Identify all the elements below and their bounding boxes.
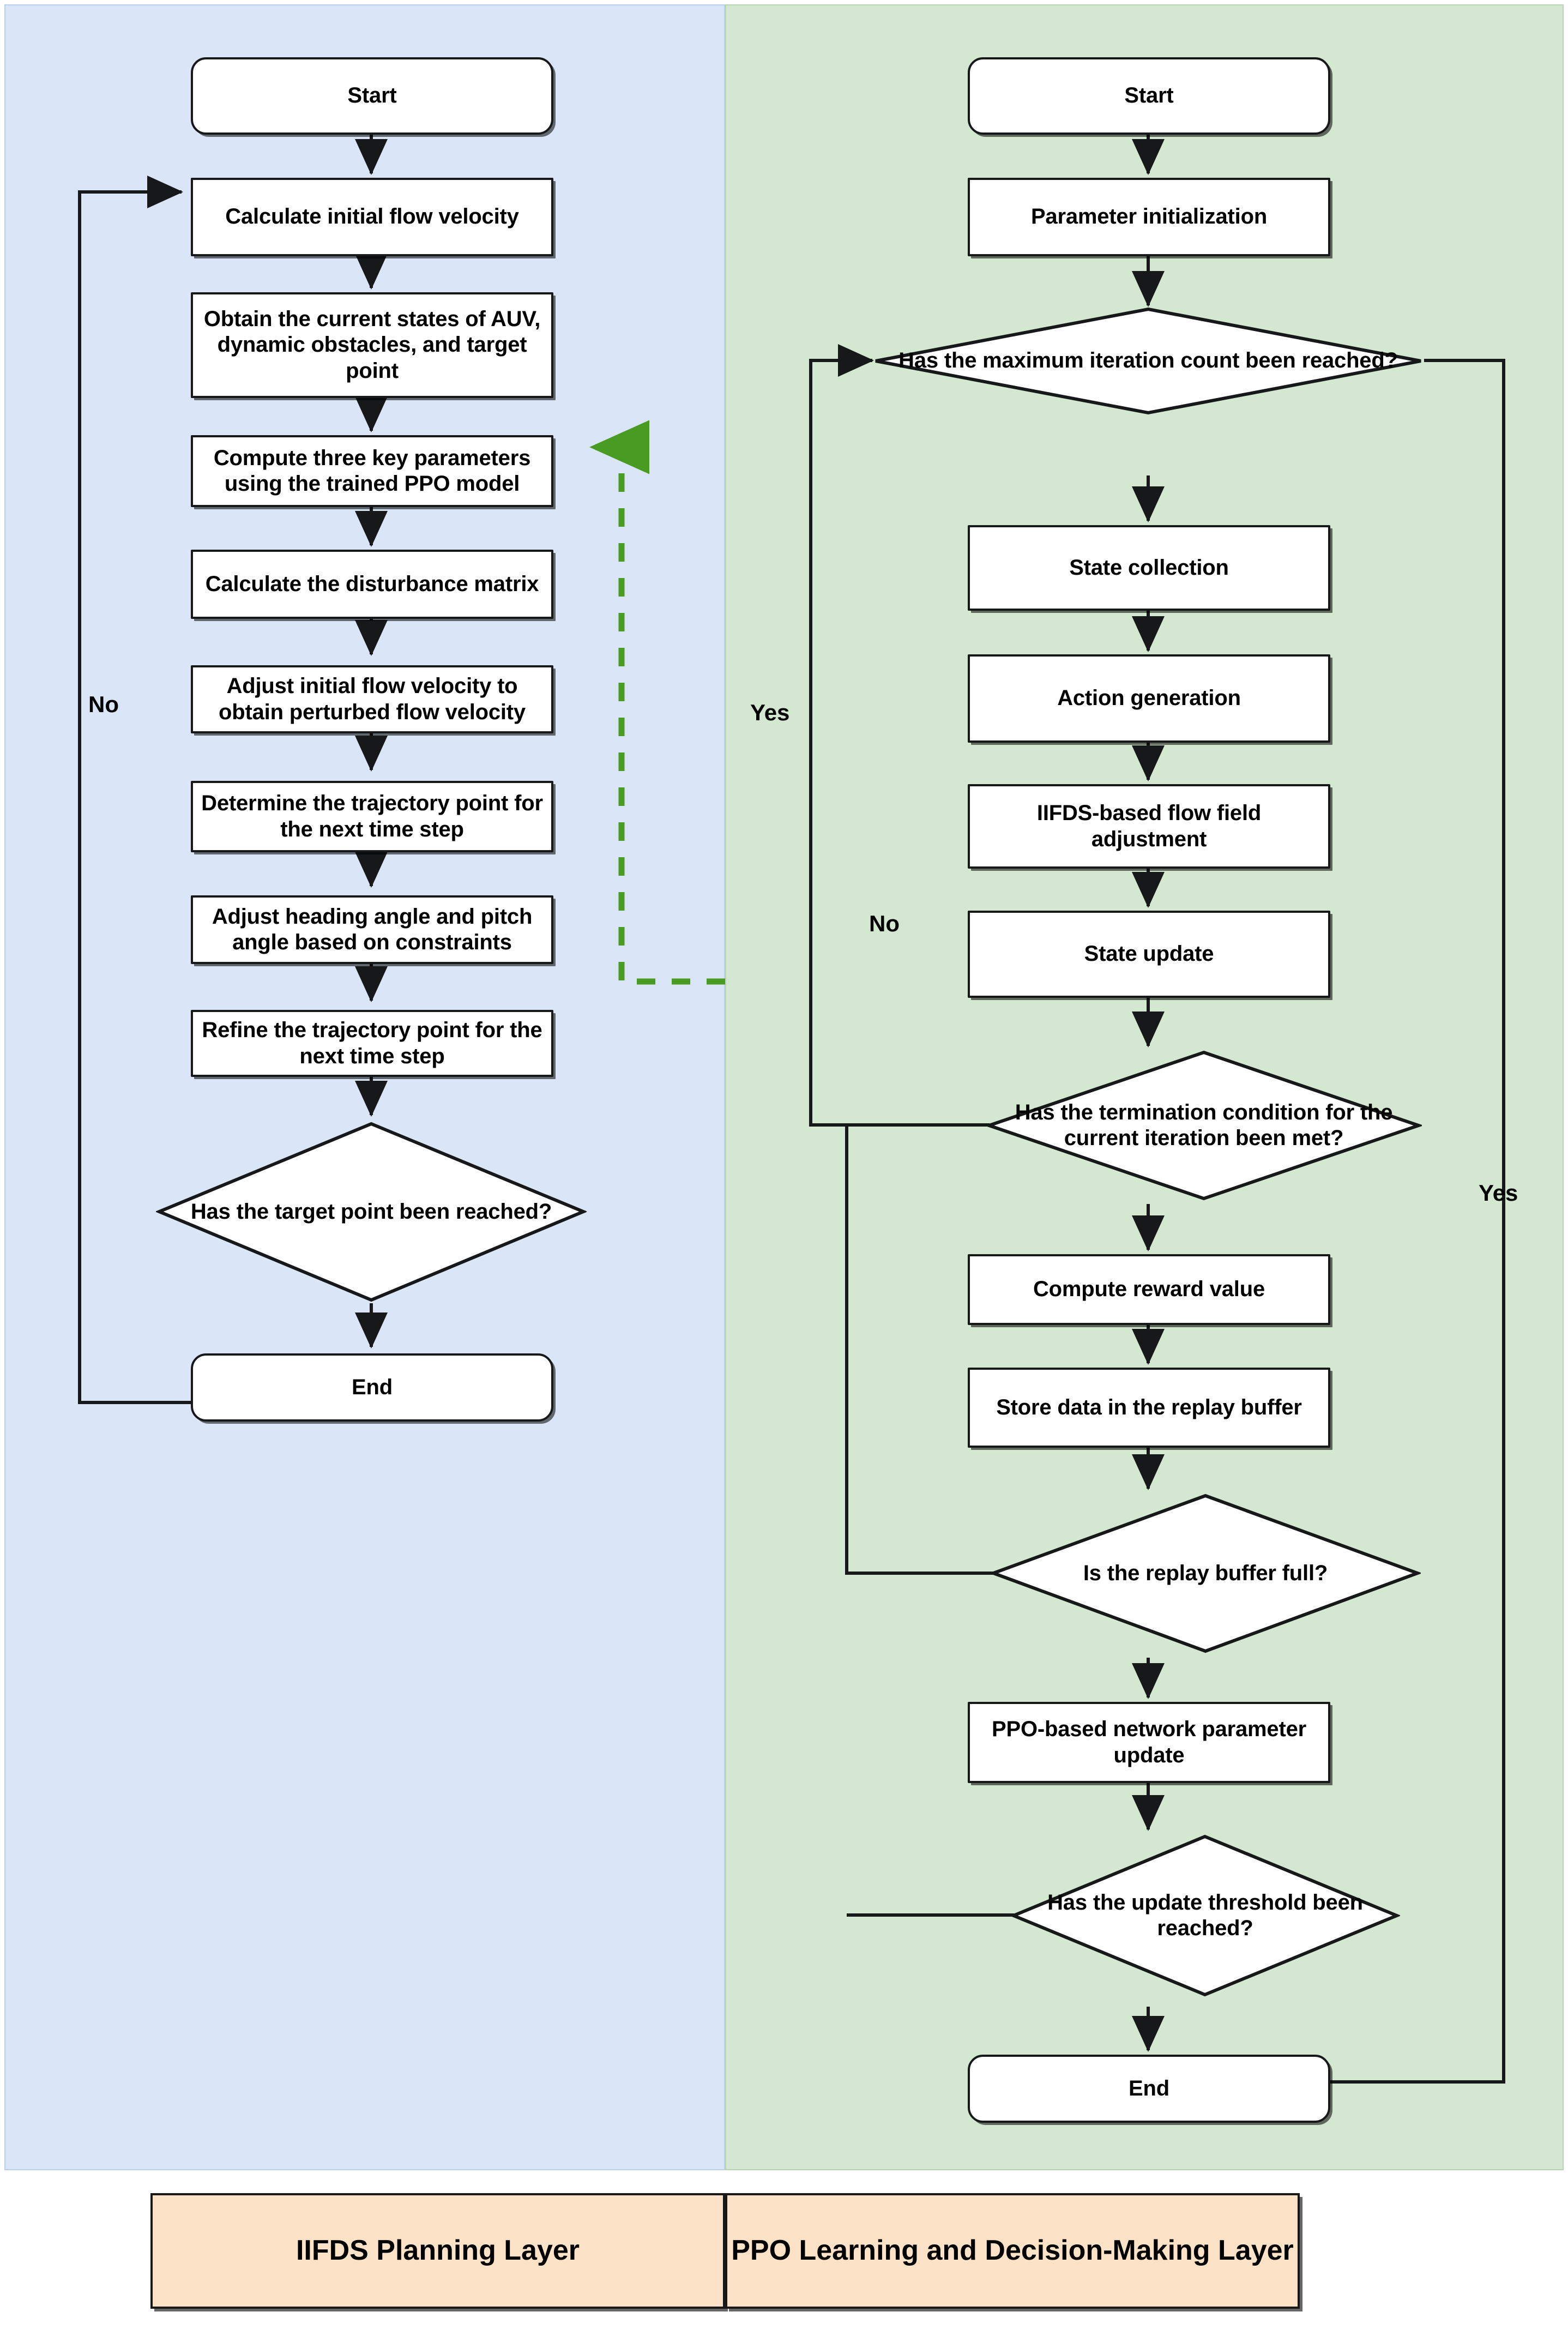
node-left-has-target-point-been-reached[interactable]: Has the target point been reached? <box>156 1121 587 1303</box>
node-right-has-termination-condition-been-met[interactable]: Has the termination condition for the cu… <box>986 1050 1422 1201</box>
node-label: State collection <box>1069 555 1229 580</box>
node-right-parameter-initialization[interactable]: Parameter initialization <box>968 178 1330 256</box>
node-label: Calculate initial flow velocity <box>225 204 519 229</box>
node-label: Has the maximum iteration count been rea… <box>898 348 1398 373</box>
node-right-has-update-threshold-been-reached[interactable]: Has the update threshold been reached? <box>1010 1834 1400 1997</box>
edge-label-left-no: No <box>88 691 119 717</box>
node-label: Action generation <box>1057 686 1241 711</box>
node-label: Store data in the replay buffer <box>996 1395 1302 1419</box>
node-left-adjust-heading-pitch-angle[interactable]: Adjust heading angle and pitch angle bas… <box>191 895 553 964</box>
node-label: State update <box>1084 942 1214 966</box>
node-right-action-generation[interactable]: Action generation <box>968 654 1330 743</box>
node-label: Has the termination condition for the cu… <box>1015 1100 1393 1150</box>
legend-label: PPO Learning and Decision-Making Layer <box>731 2235 1294 2267</box>
edge-label-right-yes-right: Yes <box>1479 1180 1518 1206</box>
node-left-refine-trajectory-point[interactable]: Refine the trajectory point for the next… <box>191 1010 553 1077</box>
node-label: Has the target point been reached? <box>190 1199 552 1224</box>
node-right-has-max-iteration-count-been-reached[interactable]: Has the maximum iteration count been rea… <box>872 306 1424 416</box>
node-right-state-collection[interactable]: State collection <box>968 525 1330 611</box>
node-label: Adjust heading angle and pitch angle bas… <box>212 904 533 954</box>
node-right-ppo-based-network-parameter-update[interactable]: PPO-based network parameter update <box>968 1702 1330 1783</box>
node-label: IIFDS-based flow field adjustment <box>1036 801 1262 851</box>
node-right-store-data-in-replay-buffer[interactable]: Store data in the replay buffer <box>968 1368 1330 1448</box>
node-right-state-update[interactable]: State update <box>968 911 1330 998</box>
node-label: Start <box>1124 83 1174 108</box>
node-left-compute-three-key-parameters[interactable]: Compute three key parameters using the t… <box>191 435 553 507</box>
node-label: End <box>1129 2076 1169 2100</box>
node-label: Has the update threshold been reached? <box>1047 1890 1363 1940</box>
node-label: Adjust initial flow velocity to obtain p… <box>219 674 526 724</box>
legend-ppo-learning-layer: PPO Learning and Decision-Making Layer <box>725 2193 1300 2309</box>
node-label: Compute reward value <box>1033 1277 1265 1302</box>
legend-label: IIFDS Planning Layer <box>295 2235 580 2267</box>
node-left-start[interactable]: Start <box>191 57 553 135</box>
node-left-determine-trajectory-point[interactable]: Determine the trajectory point for the n… <box>191 781 553 852</box>
node-right-end[interactable]: End <box>968 2055 1330 2123</box>
node-label: PPO-based network parameter update <box>991 1717 1307 1767</box>
node-label: Determine the trajectory point for the n… <box>201 791 543 841</box>
node-right-start[interactable]: Start <box>968 57 1330 135</box>
node-right-iifds-based-flow-field-adjustment[interactable]: IIFDS-based flow field adjustment <box>968 784 1330 869</box>
node-right-compute-reward-value[interactable]: Compute reward value <box>968 1254 1330 1325</box>
node-label: Obtain the current states of AUV, dynami… <box>203 307 541 383</box>
node-left-calculate-disturbance-matrix[interactable]: Calculate the disturbance matrix <box>191 550 553 619</box>
node-label: End <box>352 1375 393 1399</box>
node-label: Parameter initialization <box>1030 204 1268 229</box>
node-label: Start <box>347 83 397 108</box>
node-right-is-replay-buffer-full[interactable]: Is the replay buffer full? <box>990 1493 1421 1654</box>
node-label: Is the replay buffer full? <box>1083 1561 1328 1585</box>
node-label: Calculate the disturbance matrix <box>205 571 539 596</box>
edge-label-right-yes-left: Yes <box>750 700 790 725</box>
node-label: Compute three key parameters using the t… <box>213 445 531 496</box>
edge-label-right-no-left: No <box>869 911 900 936</box>
node-left-end[interactable]: End <box>191 1353 553 1422</box>
node-left-calculate-initial-flow-velocity[interactable]: Calculate initial flow velocity <box>191 178 553 256</box>
legend-iifds-planning-layer: IIFDS Planning Layer <box>150 2193 725 2309</box>
node-label: Refine the trajectory point for the next… <box>202 1018 542 1068</box>
node-left-obtain-current-states[interactable]: Obtain the current states of AUV, dynami… <box>191 292 553 398</box>
node-left-adjust-initial-flow-velocity[interactable]: Adjust initial flow velocity to obtain p… <box>191 665 553 733</box>
